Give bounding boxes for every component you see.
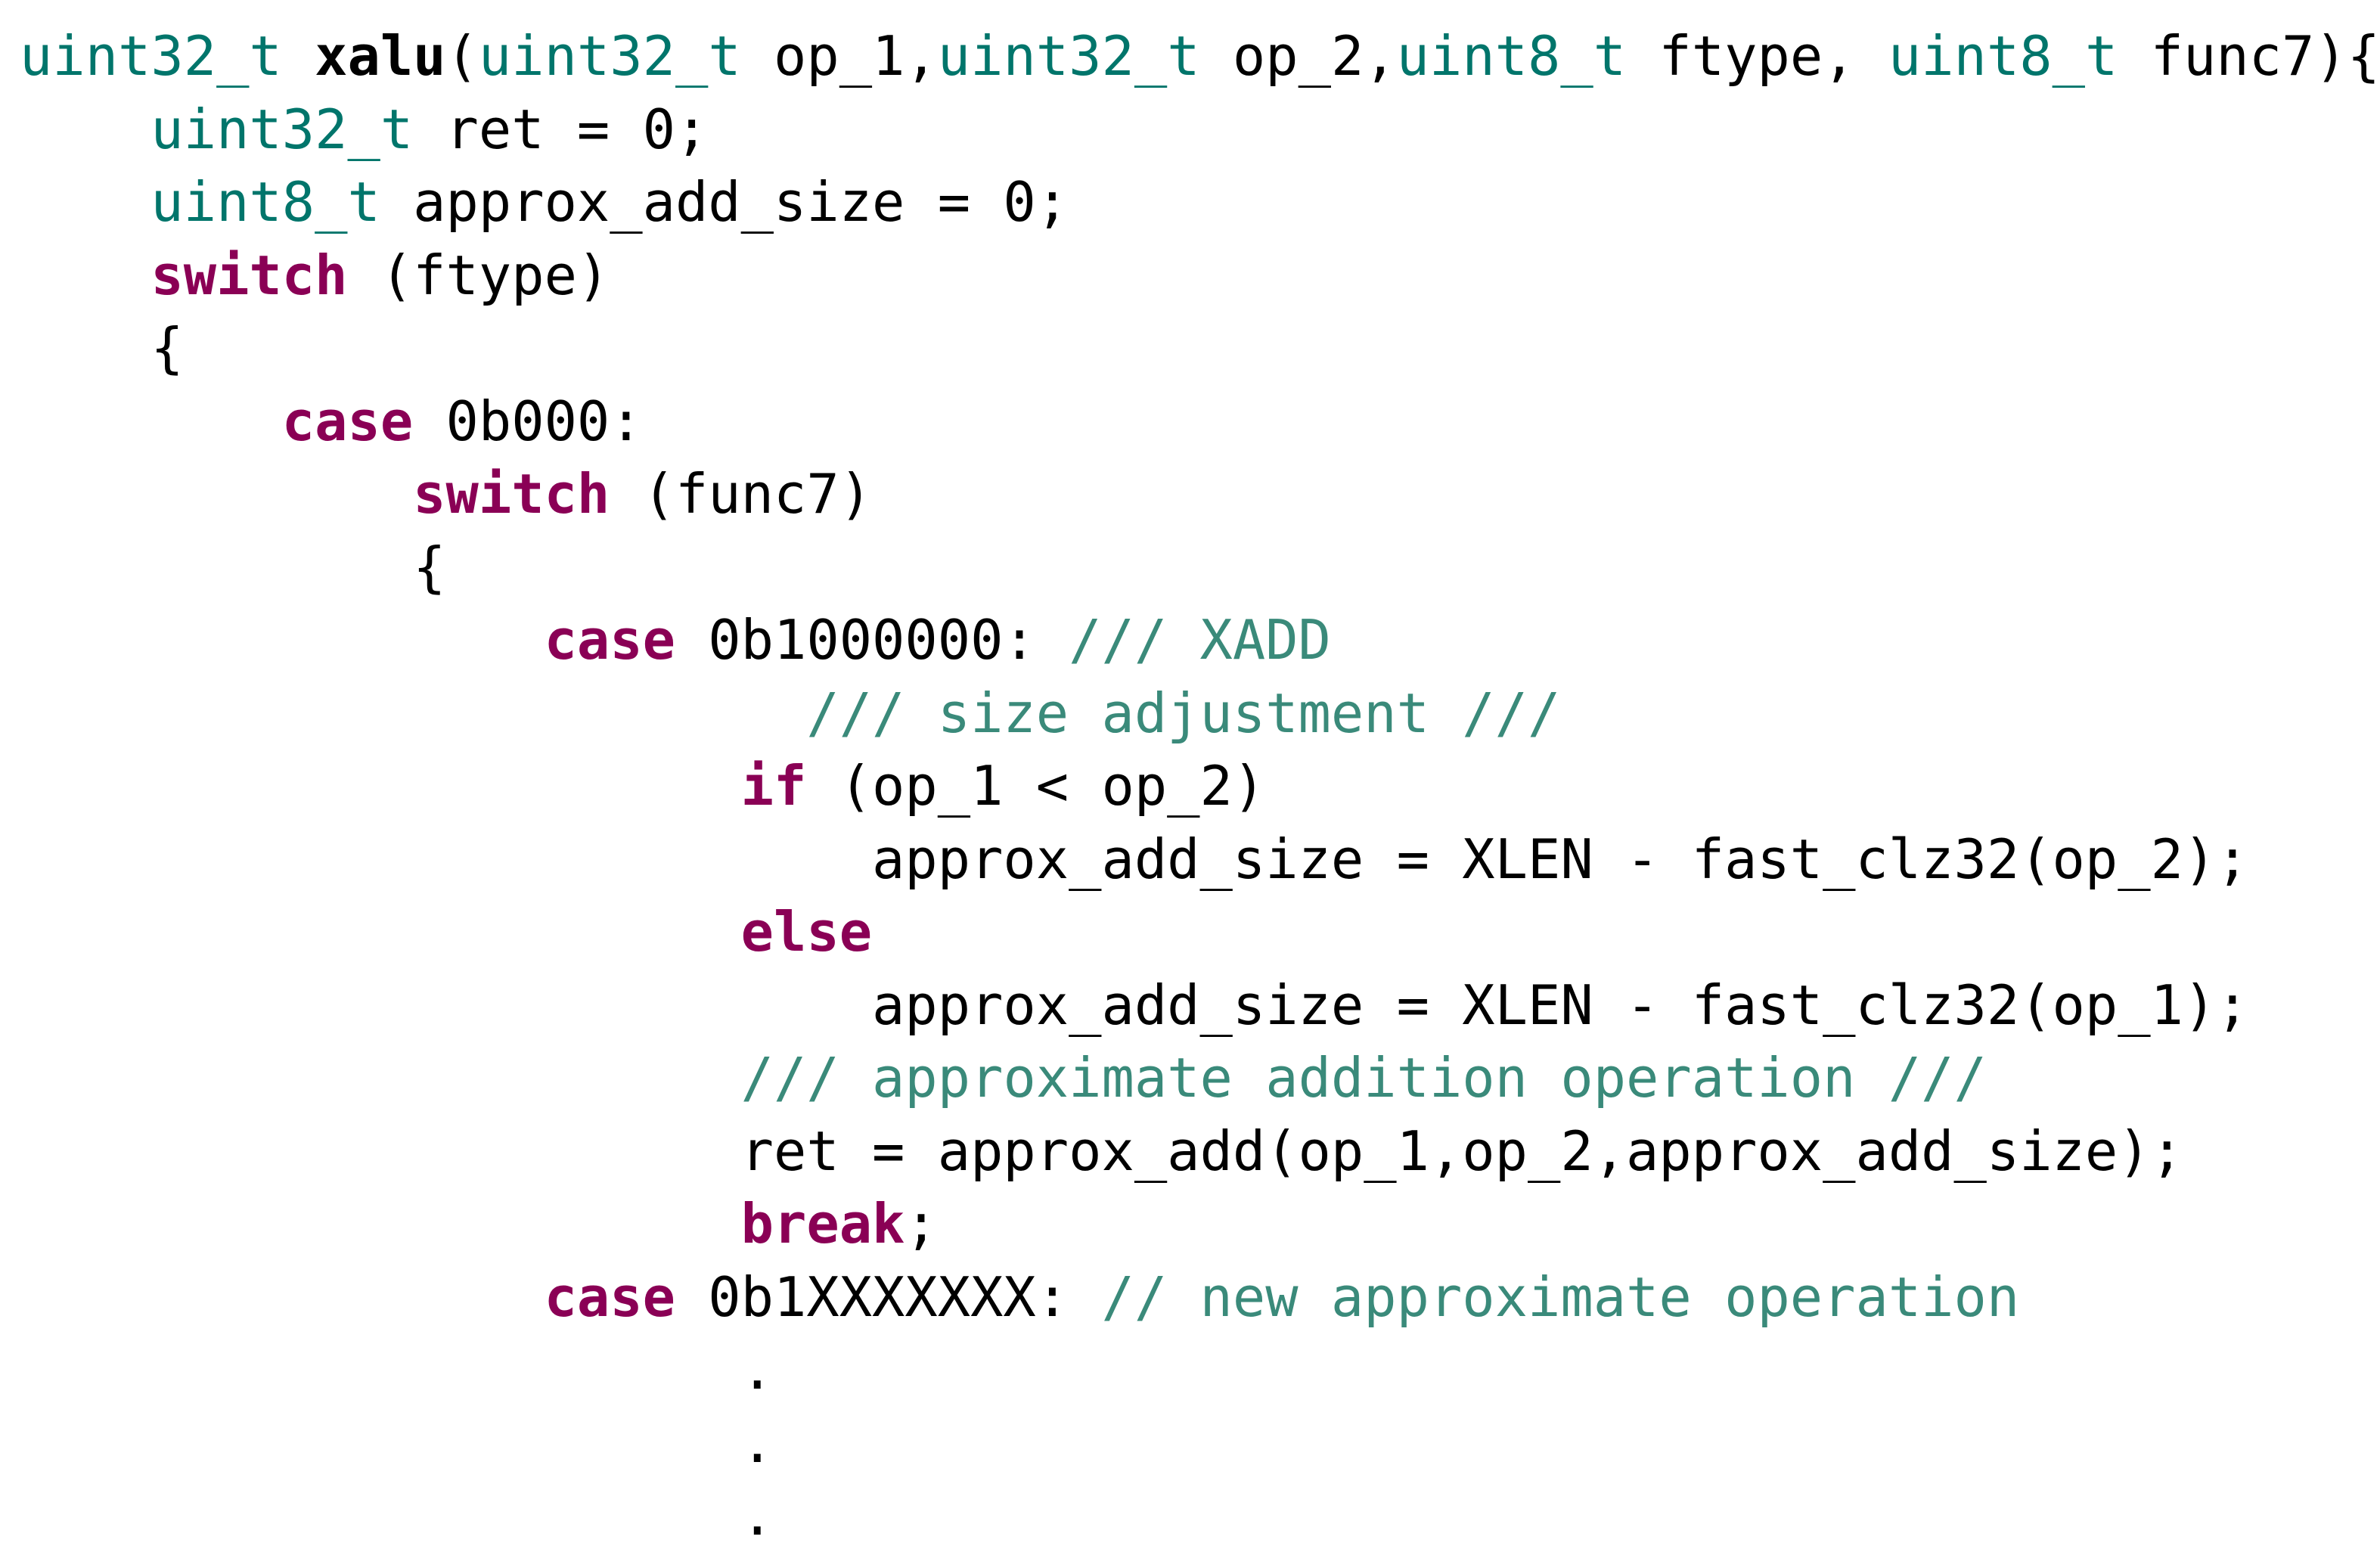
code-text (20, 244, 150, 307)
code-line: case 0b000: (20, 385, 643, 458)
keyword-token: switch (413, 462, 610, 526)
code-line: /// size adjustment /// (20, 677, 1560, 750)
code-text (20, 900, 741, 964)
keyword-token: case (544, 1265, 675, 1329)
code-text: 0b1XXXXXXX: (675, 1265, 1102, 1329)
code-text: . (20, 1411, 774, 1475)
code-text (20, 1265, 545, 1329)
code-line: . (20, 1479, 774, 1552)
code-text (20, 1192, 741, 1256)
code-line: else (20, 896, 872, 968)
type-token: uint32_t (150, 97, 414, 161)
code-line: . (20, 1333, 774, 1406)
code-text: ret = approx_add(op_1,op_2,approx_add_si… (20, 1119, 2183, 1183)
keyword-token: if (740, 754, 807, 818)
type-token: uint8_t (150, 170, 380, 234)
code-line: ret = approx_add(op_1,op_2,approx_add_si… (20, 1115, 2183, 1187)
comment-token: /// size adjustment /// (806, 681, 1561, 745)
code-line: { (20, 531, 446, 604)
code-line: approx_add_size = XLEN - fast_clz32(op_2… (20, 823, 2249, 896)
code-text: (ftype) (347, 243, 610, 307)
code-line: if (op_1 < op_2) (20, 750, 1266, 822)
code-line: switch (func7) (20, 458, 872, 530)
code-text (20, 390, 282, 453)
type-token: uint8_t (1888, 24, 2118, 88)
code-line: . (20, 1407, 774, 1479)
code-text (20, 98, 150, 161)
code-text: . (20, 1338, 774, 1401)
code-text: ; (905, 1192, 938, 1256)
keyword-token: else (740, 900, 873, 964)
code-text: approx_add_size = 0; (380, 170, 1069, 234)
code-line: approx_add_size = XLEN - fast_clz32(op_1… (20, 969, 2249, 1041)
code-text (282, 24, 315, 88)
code-text: { (20, 316, 184, 380)
code-text: ( (445, 24, 479, 88)
code-text: (func7) (610, 462, 873, 526)
keyword-token: break (740, 1192, 905, 1256)
code-text: approx_add_size = XLEN - fast_clz32(op_1… (20, 973, 2249, 1037)
code-text: . (20, 1484, 774, 1547)
comment-token: /// approximate addition operation /// (740, 1046, 1987, 1110)
code-text (20, 1046, 741, 1110)
code-text (20, 170, 150, 234)
code-line: { (20, 312, 184, 384)
code-text: ftype, (1626, 24, 1888, 88)
code-line: switch (ftype) (20, 239, 610, 312)
type-token: uint32_t (478, 24, 741, 88)
type-token: uint32_t (20, 24, 282, 88)
code-line: /// approximate addition operation /// (20, 1041, 1987, 1114)
code-text: op_2, (1199, 24, 1397, 88)
code-line: break; (20, 1187, 938, 1260)
code-text (20, 462, 413, 526)
keyword-token: case (544, 608, 675, 672)
keyword-token: case (281, 389, 414, 453)
type-token: uint8_t (1396, 24, 1627, 88)
code-text: func7){ (2118, 24, 2380, 88)
comment-token: /// XADD (1069, 608, 1331, 672)
code-text (20, 608, 545, 672)
code-line: case 0b1XXXXXXX: // new approximate oper… (20, 1261, 2020, 1333)
code-text (20, 681, 806, 745)
code-text: approx_add_size = XLEN - fast_clz32(op_2… (20, 827, 2249, 891)
type-token: uint32_t (937, 24, 1200, 88)
code-text: 0b000: (413, 389, 643, 453)
code-text: (op_1 < op_2) (806, 754, 1266, 818)
code-text: { (20, 535, 446, 599)
function-name-token: xalu (315, 24, 446, 88)
code-text (20, 754, 741, 818)
code-text: ret = 0; (413, 97, 709, 161)
comment-token: // new approximate operation (1101, 1265, 2020, 1329)
code-line: case 0b1000000: /// XADD (20, 604, 1331, 676)
code-line: uint8_t approx_add_size = 0; (20, 166, 1069, 238)
keyword-token: switch (150, 243, 348, 307)
code-text: op_1, (740, 24, 938, 88)
code-line: uint32_t xalu(uint32_t op_1,uint32_t op_… (20, 20, 2380, 92)
code-line: uint32_t ret = 0; (20, 93, 708, 166)
code-text: 0b1000000: (675, 608, 1069, 672)
